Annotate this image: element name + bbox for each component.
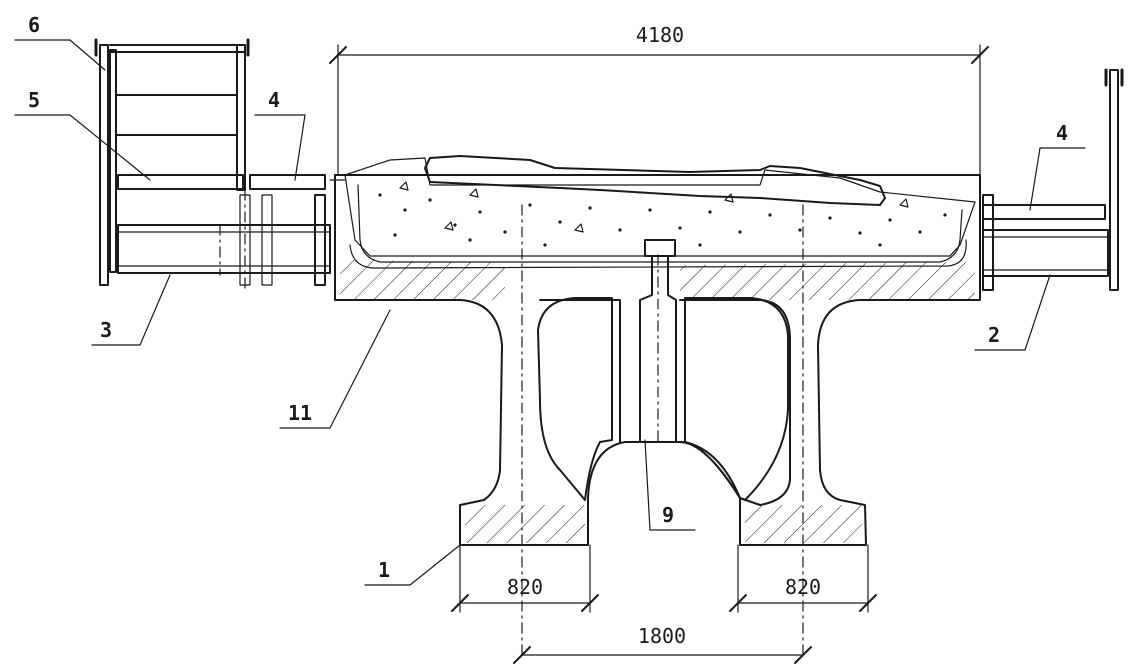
callout-leaders	[14, 39, 1086, 586]
dimension-leg-spacing	[513, 646, 812, 664]
ballast-aggregate	[378, 181, 947, 247]
ballast-layer	[344, 157, 976, 257]
callout-2: 2	[988, 323, 1000, 347]
dimension-overall	[329, 44, 989, 176]
callout-11: 11	[288, 401, 312, 425]
right-walkway-assembly	[982, 68, 1124, 291]
callout-1: 1	[378, 558, 390, 582]
dim-leg-left: 820	[507, 575, 543, 599]
dim-leg-spacing: 1800	[638, 624, 686, 648]
dimension-right-leg	[729, 544, 877, 613]
inner-void-left	[537, 297, 613, 501]
callout-6: 6	[28, 13, 40, 37]
callout-4-right: 4	[1056, 121, 1068, 145]
callout-9: 9	[662, 503, 674, 527]
left-flange-hatch	[340, 260, 505, 300]
dim-leg-right: 820	[785, 575, 821, 599]
rail-sleeper	[424, 155, 886, 206]
left-walkway-assembly	[94, 38, 346, 293]
drain-cap	[644, 239, 676, 257]
right-flange-hatch	[680, 262, 975, 300]
callout-4-left: 4	[268, 88, 280, 112]
callout-5: 5	[28, 88, 40, 112]
membrane-line-inner	[349, 239, 967, 269]
dim-overall-width: 4180	[636, 23, 684, 47]
dimension-left-leg	[451, 544, 599, 613]
right-leg-hatch	[745, 505, 862, 543]
left-leg-hatch	[465, 505, 585, 543]
inner-void-right	[684, 297, 789, 501]
membrane-line	[357, 184, 963, 263]
callout-3: 3	[100, 318, 112, 342]
drain-pipe	[639, 255, 677, 443]
